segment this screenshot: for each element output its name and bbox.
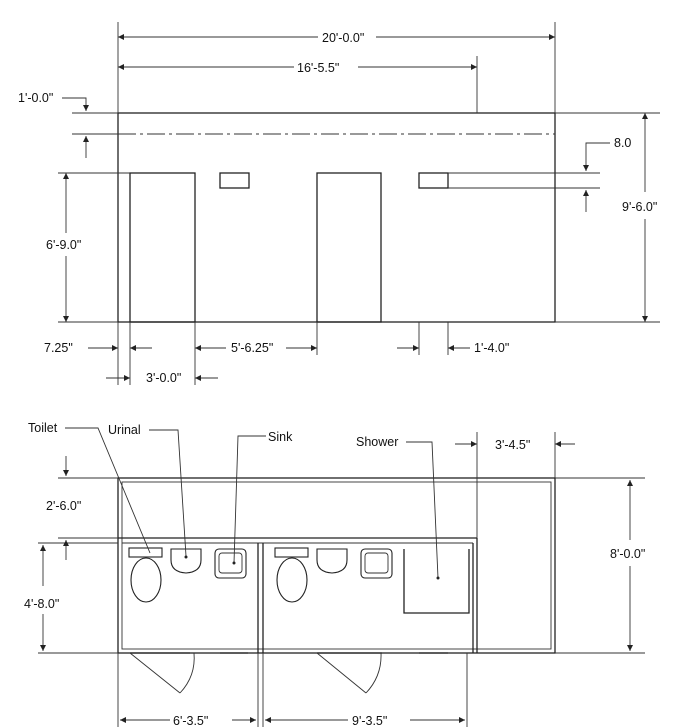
dim-right-room-width: 9'-3.5" bbox=[352, 714, 387, 727]
dim-door-offset: 7.25" bbox=[44, 341, 73, 355]
elevation-window-left bbox=[219, 172, 250, 189]
dim-top-depth: 2'-6.0" bbox=[46, 499, 81, 513]
urinal-left bbox=[170, 548, 202, 574]
dim-overall-width: 20'-0.0" bbox=[322, 31, 364, 45]
dim-window-height: 8.0 bbox=[614, 136, 631, 150]
elevation-window-right bbox=[418, 172, 449, 189]
plan-inner-wall bbox=[121, 481, 552, 650]
elevation-door-right bbox=[316, 172, 382, 323]
label-toilet: Toilet bbox=[28, 421, 58, 435]
shower-stall bbox=[403, 549, 470, 614]
sink-left-outer bbox=[214, 548, 247, 579]
toilet-bowl-right bbox=[276, 557, 308, 603]
sink-right-inner bbox=[364, 552, 389, 574]
dim-left-room-width: 6'-3.5" bbox=[173, 714, 208, 727]
door-swing-left bbox=[179, 652, 195, 694]
toilet-tank-left bbox=[128, 547, 163, 558]
dim-wall-height: 9'-6.0" bbox=[622, 200, 657, 214]
door-leaf-left bbox=[129, 652, 181, 694]
dim-roof-band: 1'-0.0" bbox=[18, 91, 53, 105]
dim-window-width: 1'-4.0" bbox=[474, 341, 509, 355]
dim-door-height: 6'-9.0" bbox=[46, 238, 81, 252]
toilet-tank-right bbox=[274, 547, 309, 558]
label-sink: Sink bbox=[268, 430, 293, 444]
elevation-wall-outline bbox=[117, 112, 556, 323]
toilet-bowl-left bbox=[130, 557, 162, 603]
dim-end-section: 3'-4.5" bbox=[495, 438, 530, 452]
plan-view: Toilet Urinal Sink Shower 3'-4.5" 2'-6.0… bbox=[24, 421, 645, 727]
dim-window-offset: 16'-5.5" bbox=[297, 61, 339, 75]
dim-overall-depth: 8'-0.0" bbox=[610, 547, 645, 561]
elevation-door-left bbox=[129, 172, 196, 323]
dim-door-width: 3'-0.0" bbox=[146, 371, 181, 385]
dim-room-depth: 4'-8.0" bbox=[24, 597, 59, 611]
door-swing-right bbox=[365, 652, 382, 694]
sink-left-inner bbox=[218, 552, 243, 574]
elevation-view: 20'-0.0" 16'-5.5" 1'-0.0" 6'-9.0" 8.0 9'… bbox=[18, 22, 660, 385]
door-leaf-right bbox=[316, 652, 367, 694]
urinal-right bbox=[316, 548, 348, 574]
label-shower: Shower bbox=[356, 435, 398, 449]
label-urinal: Urinal bbox=[108, 423, 141, 437]
sink-right-outer bbox=[360, 548, 393, 579]
dim-door-spacing: 5'-6.25" bbox=[231, 341, 273, 355]
